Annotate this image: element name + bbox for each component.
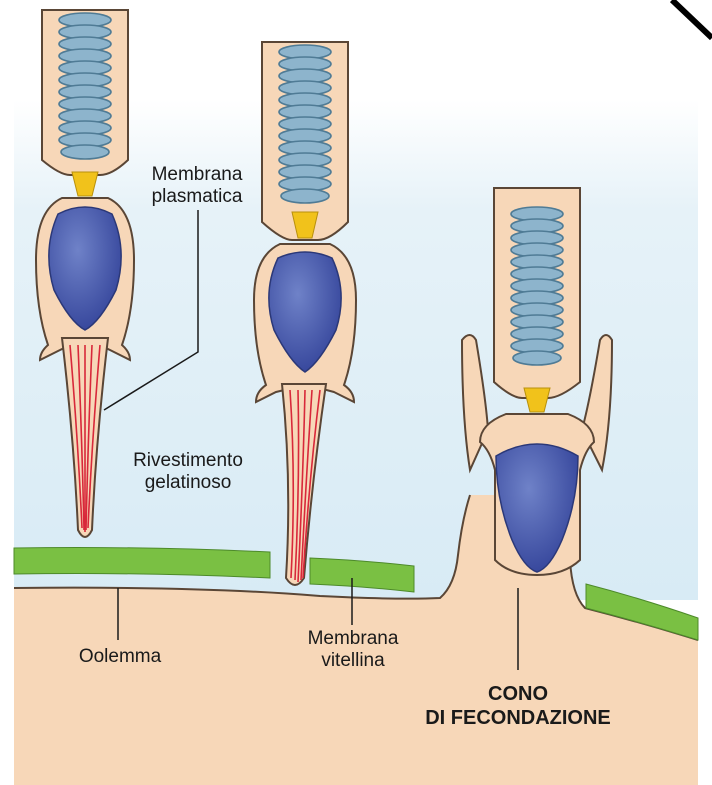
label-oolemma: Oolemma	[60, 646, 180, 668]
label-rivestimento-line1: Rivestimento	[108, 450, 268, 472]
label-membrana-vitellina-line2: vitellina	[290, 650, 416, 672]
label-cono-line1: CONO	[398, 682, 638, 706]
mitochondria-spiral-2	[279, 45, 331, 203]
vitelline-membrane-segment-1	[14, 548, 270, 579]
label-membrana-vitellina-line1: Membrana	[290, 628, 416, 650]
mitochondria-spiral-3	[511, 207, 563, 365]
label-membrana-vitellina: Membrana vitellina	[290, 628, 416, 672]
corner-stroke	[672, 0, 712, 38]
label-membrana-plasmatica-line1: Membrana	[132, 164, 262, 186]
label-cono-di-fecondazione: CONO DI FECONDAZIONE	[398, 682, 638, 730]
label-rivestimento-line2: gelatinoso	[108, 472, 268, 494]
label-membrana-plasmatica-line2: plasmatica	[132, 186, 262, 208]
label-rivestimento-gelatinoso: Rivestimento gelatinoso	[108, 450, 268, 494]
label-cono-line2: DI FECONDAZIONE	[398, 706, 638, 730]
label-membrana-plasmatica: Membrana plasmatica	[132, 164, 262, 208]
